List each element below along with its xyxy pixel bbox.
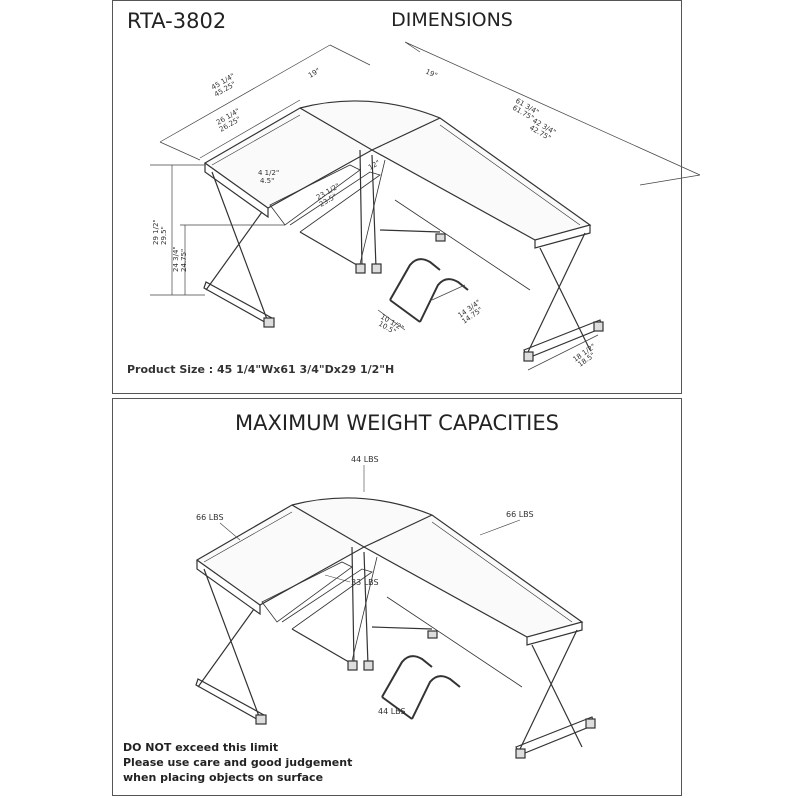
weight-footrest: 44 LBS: [378, 707, 406, 716]
dimensions-title: DIMENSIONS: [391, 9, 513, 31]
dim-tray-gap: 4 1/2": [258, 169, 279, 177]
warning-line: when placing objects on surface: [123, 771, 324, 784]
dim-height: 29 1/2": [152, 219, 160, 245]
dim-tray-height-dec: 24.75": [180, 249, 188, 272]
weight-right-wing: 66 LBS: [506, 510, 534, 519]
weight-left-wing: 66 LBS: [196, 513, 224, 522]
weight-title: MAXIMUM WEIGHT CAPACITIES: [235, 411, 559, 435]
dimensions-panel: RTA-3802 DIMENSIONS Product Size : 45 1/…: [112, 0, 682, 394]
dim-tray-height: 24 3/4": [172, 246, 180, 272]
weight-panel: MAXIMUM WEIGHT CAPACITIES DO NOT exceed …: [112, 398, 682, 796]
dim-height-dec: 29.5": [160, 226, 168, 245]
dim-tray-gap-dec: 4.5": [260, 177, 274, 185]
weight-corner: 44 LBS: [351, 455, 379, 464]
warning-line: Please use care and good judgement: [123, 756, 353, 769]
warning-line: DO NOT exceed this limit: [123, 741, 279, 754]
weight-warning: DO NOT exceed this limit Please use care…: [123, 740, 352, 785]
model-number: RTA-3802: [127, 9, 227, 33]
product-size: Product Size : 45 1/4"Wx61 3/4"Dx29 1/2"…: [127, 363, 395, 376]
weight-tray: 33 LBS: [351, 578, 379, 587]
